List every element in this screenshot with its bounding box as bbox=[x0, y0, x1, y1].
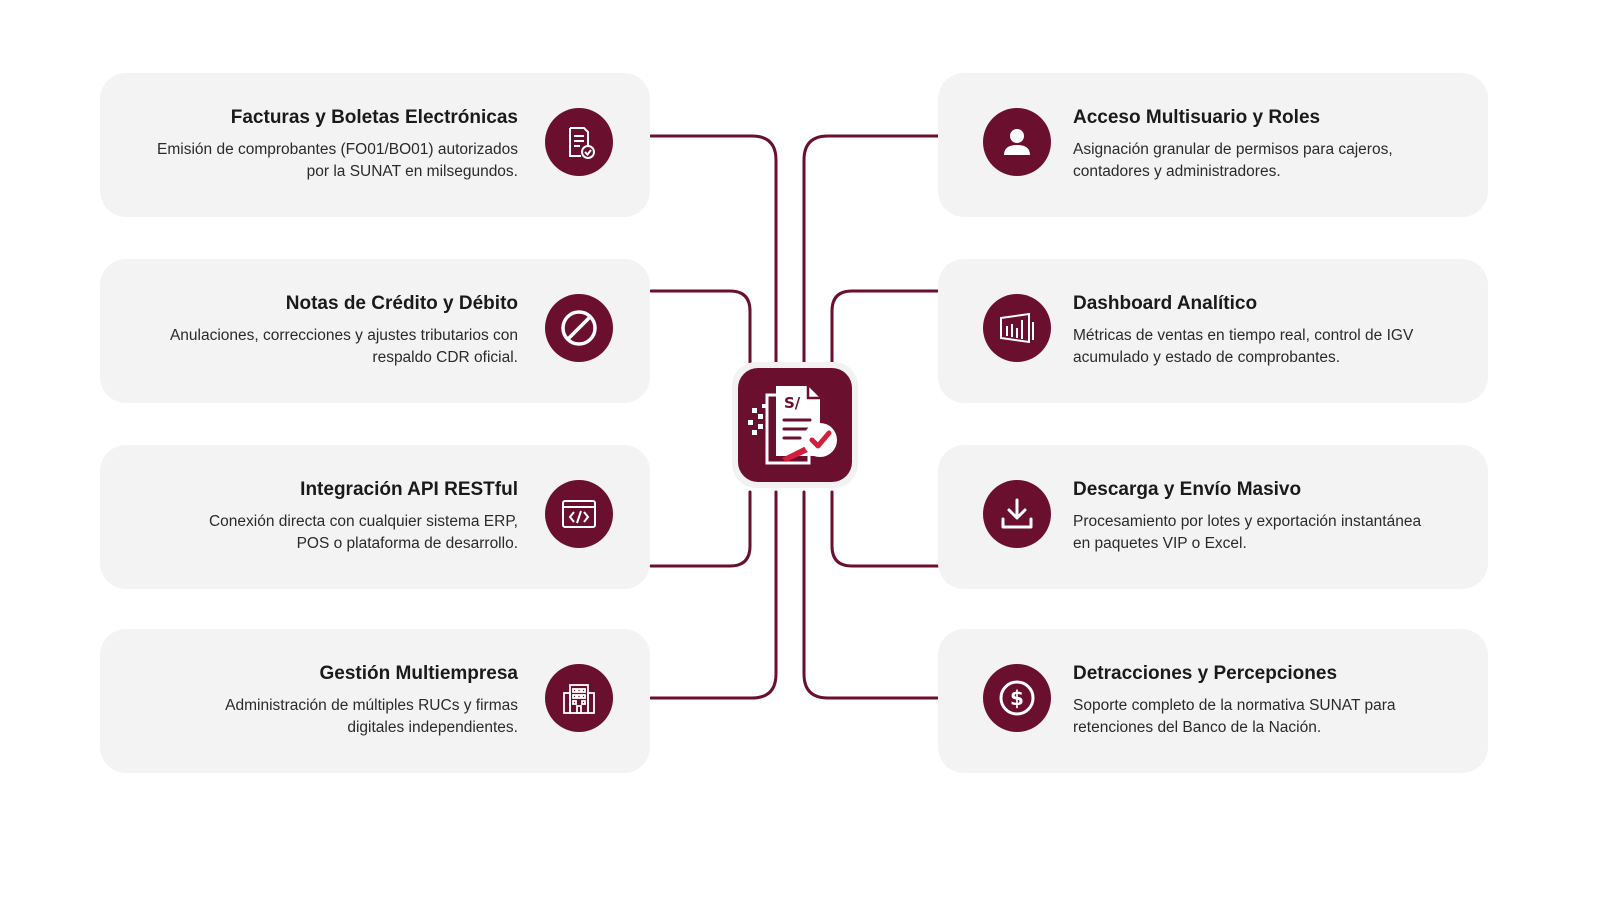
feature-card-acceso: Acceso Multisuario y Roles Asignación gr… bbox=[938, 73, 1488, 217]
code-window-icon bbox=[545, 480, 613, 548]
connector-right-4 bbox=[802, 490, 940, 700]
card-title: Descarga y Envío Masivo bbox=[1073, 479, 1302, 500]
connector-left-1 bbox=[649, 134, 778, 372]
card-description: Métricas de ventas en tiempo real, contr… bbox=[1073, 327, 1414, 366]
card-title: Gestión Multiempresa bbox=[319, 663, 519, 684]
feature-card-descarga: Descarga y Envío Masivo Procesamiento po… bbox=[938, 445, 1488, 589]
card-title: Notas de Crédito y Débito bbox=[285, 293, 518, 314]
document-check-icon bbox=[545, 108, 613, 176]
invoice-check-icon: S/ bbox=[738, 368, 852, 482]
connector-right-1 bbox=[802, 134, 940, 372]
card-description: Administración de múltiples RUCs y firma… bbox=[225, 697, 518, 736]
svg-text:S/: S/ bbox=[784, 394, 801, 412]
card-title: Acceso Multisuario y Roles bbox=[1073, 107, 1321, 128]
card-title: Integración API RESTful bbox=[300, 479, 518, 500]
card-description: Anulaciones, correcciones y ajustes trib… bbox=[169, 327, 518, 366]
connector-left-2 bbox=[649, 289, 752, 372]
building-icon bbox=[545, 664, 613, 732]
feature-card-notas: Notas de Crédito y Débito Anulaciones, c… bbox=[100, 259, 650, 403]
feature-card-facturas: Facturas y Boletas Electrónicas Emisión … bbox=[100, 73, 650, 217]
card-title: Facturas y Boletas Electrónicas bbox=[230, 107, 518, 128]
feature-card-dashboard: Dashboard Analítico Métricas de ventas e… bbox=[938, 259, 1488, 403]
card-description: Emisión de comprobantes (FO01/BO01) auto… bbox=[157, 141, 518, 180]
feature-card-detracciones: $ Detracciones y Percepciones Soporte co… bbox=[938, 629, 1488, 773]
connector-right-2 bbox=[830, 289, 940, 372]
connector-left-4 bbox=[649, 490, 778, 700]
feature-card-api: Integración API RESTful Conexión directa… bbox=[100, 445, 650, 589]
bar-chart-icon bbox=[983, 294, 1051, 362]
svg-text:$: $ bbox=[1010, 686, 1024, 710]
card-title: Dashboard Analítico bbox=[1073, 293, 1258, 314]
dollar-icon: $ bbox=[983, 664, 1051, 732]
connector-right-3 bbox=[830, 490, 940, 568]
card-description: Asignación granular de permisos para caj… bbox=[1073, 141, 1393, 180]
connector-left-3 bbox=[649, 490, 752, 568]
user-icon bbox=[983, 108, 1051, 176]
card-description: Soporte completo de la normativa SUNAT p… bbox=[1073, 697, 1396, 736]
card-title: Detracciones y Percepciones bbox=[1073, 663, 1338, 684]
download-icon bbox=[983, 480, 1051, 548]
feature-card-multiempresa: Gestión Multiempresa Administración de m… bbox=[100, 629, 650, 773]
central-hub: S/ bbox=[732, 362, 858, 488]
card-description: Conexión directa con cualquier sistema E… bbox=[208, 513, 518, 552]
ban-icon bbox=[545, 294, 613, 362]
card-description: Procesamiento por lotes y exportación in… bbox=[1073, 513, 1422, 552]
